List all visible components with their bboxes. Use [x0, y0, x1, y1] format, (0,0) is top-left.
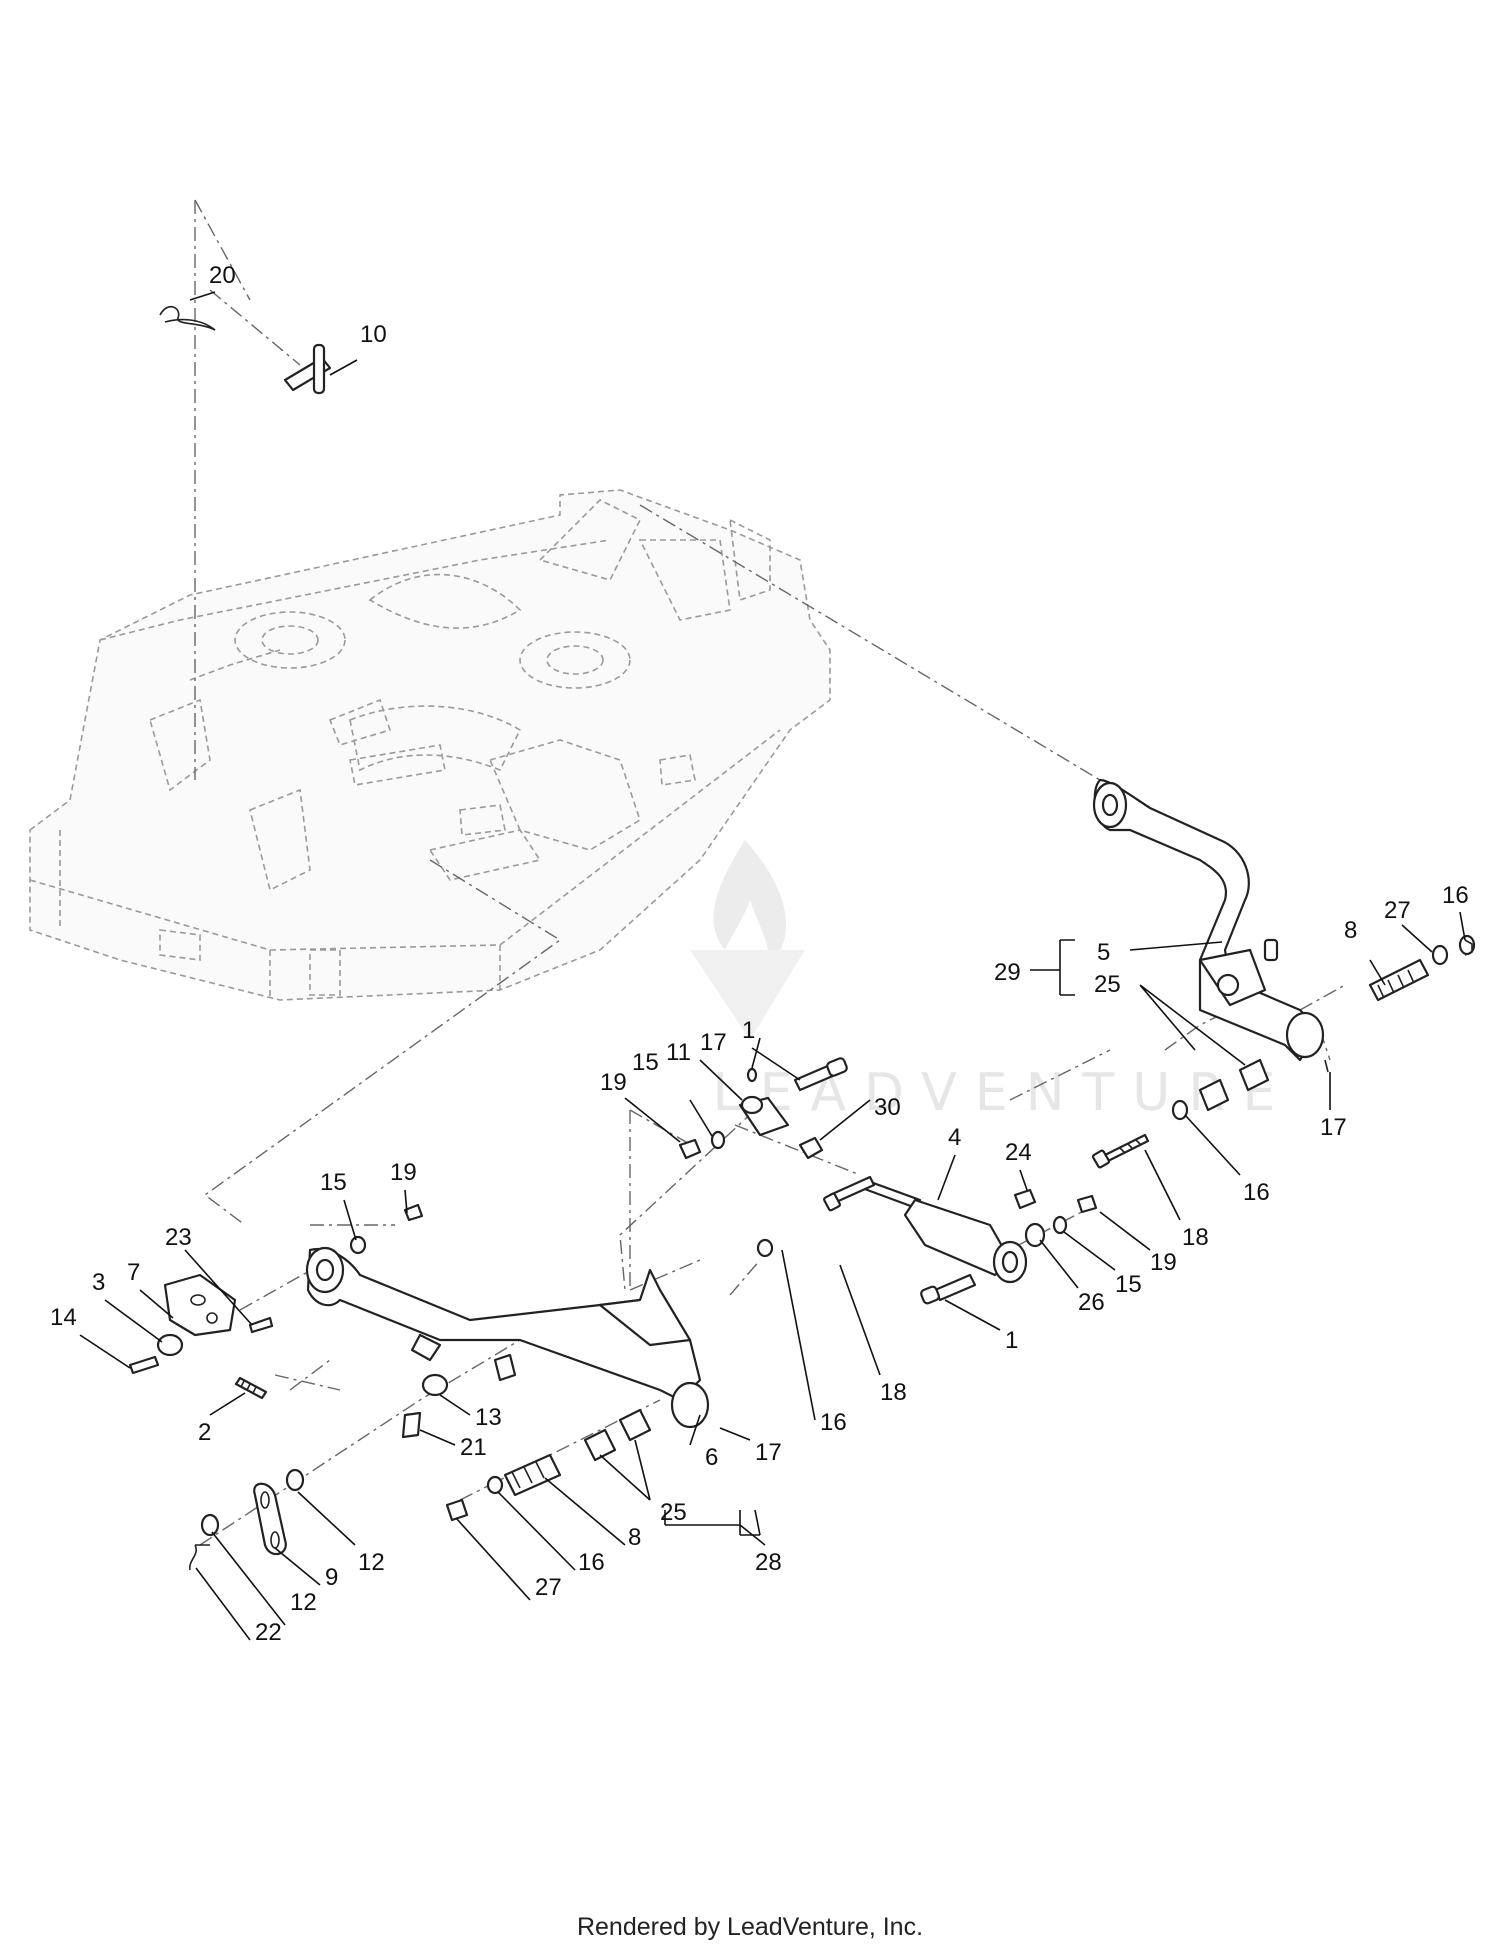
right-bolt-18 [1091, 1133, 1150, 1169]
callout-17: 17 [1320, 1114, 1347, 1141]
callout-10: 10 [360, 321, 387, 348]
callout-22: 22 [255, 1619, 282, 1646]
callout-7: 7 [127, 1259, 140, 1286]
v-logo-icon [690, 950, 805, 1040]
callout-26: 26 [1078, 1289, 1105, 1316]
callout-16: 16 [578, 1549, 605, 1576]
callout-4: 4 [948, 1124, 961, 1151]
part-5-right-lift-arm [1092, 778, 1325, 1062]
watermark: LEADVENTURE [690, 840, 1275, 1123]
callout-25: 25 [660, 1499, 687, 1526]
callout-11: 11 [666, 1039, 691, 1066]
right-bushings [1171, 1058, 1329, 1121]
callout-18: 18 [880, 1379, 907, 1406]
callout-9: 9 [325, 1564, 338, 1591]
part-10-pin [283, 343, 332, 395]
callout-6: 6 [705, 1444, 718, 1471]
callout-27: 27 [1384, 897, 1411, 924]
callout-30: 30 [874, 1094, 901, 1121]
callout-5: 5 [1097, 939, 1110, 966]
callout-8: 8 [628, 1524, 641, 1551]
callout-19: 19 [390, 1159, 417, 1186]
callout-15: 15 [1115, 1271, 1142, 1298]
center-pin-1 [746, 1057, 848, 1092]
right-spring-washer-nut [1368, 934, 1476, 1002]
callout-16: 16 [1243, 1179, 1270, 1206]
callout-16: 16 [1442, 882, 1469, 909]
callout-1: 1 [742, 1017, 755, 1044]
center-nut-washer [678, 1130, 824, 1160]
callouts: 20 10 29 5 25 8 27 16 17 1 17 11 15 19 3… [50, 262, 1469, 1646]
center-washers-right [1024, 1194, 1098, 1248]
callout-25: 25 [1094, 971, 1121, 998]
callout-24: 24 [1005, 1139, 1032, 1166]
callout-20: 20 [209, 262, 236, 289]
callout-8: 8 [1344, 917, 1357, 944]
callout-28: 28 [755, 1549, 782, 1576]
part-20-hair-pin [159, 305, 216, 331]
callout-16: 16 [820, 1409, 847, 1436]
callout-12: 12 [290, 1589, 317, 1616]
callout-18: 18 [1182, 1224, 1209, 1251]
center-pin-1b [920, 1273, 977, 1305]
left-small-hardware [128, 1203, 424, 1439]
callout-1: 1 [1005, 1327, 1018, 1354]
flame-logo-icon [713, 840, 787, 970]
callout-17: 17 [700, 1029, 727, 1056]
callout-23: 23 [165, 1224, 192, 1251]
part-6-left-lift-arm [305, 1246, 710, 1429]
mower-deck [29, 489, 831, 1001]
callout-12: 12 [358, 1549, 385, 1576]
callout-15: 15 [632, 1049, 659, 1076]
part-7-latch-plate [163, 1273, 237, 1337]
part-4-actuator [860, 1178, 1037, 1284]
callout-14: 14 [50, 1304, 77, 1331]
part-11-spacer [738, 1095, 790, 1137]
callout-21: 21 [460, 1434, 487, 1461]
lower-link-9 [189, 1468, 305, 1571]
callout-27: 27 [535, 1574, 562, 1601]
callout-3: 3 [92, 1269, 105, 1296]
leader-lines [79, 291, 1466, 1641]
callout-29: 29 [994, 959, 1021, 986]
lower-spring-bushings [445, 1175, 876, 1522]
footer-credit: Rendered by LeadVenture, Inc. [577, 1913, 923, 1941]
callout-17: 17 [755, 1439, 782, 1466]
callout-15: 15 [320, 1169, 347, 1196]
callout-13: 13 [475, 1404, 502, 1431]
callout-19: 19 [600, 1069, 627, 1096]
callout-19: 19 [1150, 1249, 1177, 1276]
callout-2: 2 [198, 1419, 211, 1446]
